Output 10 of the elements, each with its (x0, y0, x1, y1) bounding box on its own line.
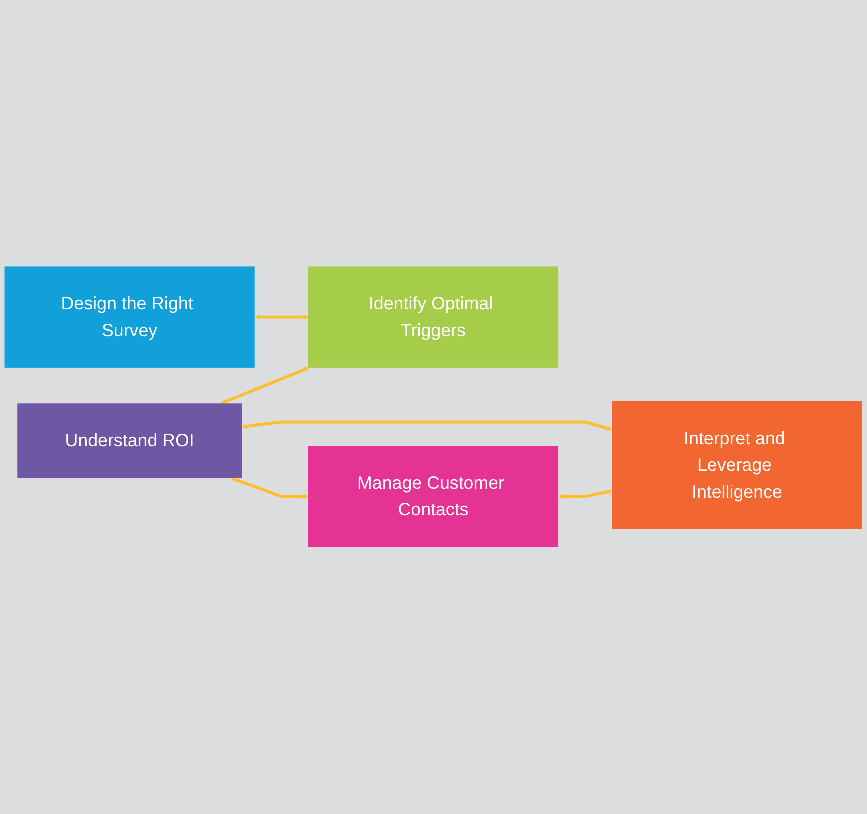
arrow (231, 477, 309, 500)
node-box: Understand ROI (18, 404, 242, 478)
node-box: Design the Right Survey (4, 266, 255, 368)
arrow (242, 420, 612, 432)
node-box: Interpret and Leverage Intelligence (612, 401, 862, 530)
arrow (558, 490, 612, 500)
arrow (254, 314, 309, 320)
node-box: Identify Optimal Triggers (308, 266, 559, 368)
node-box: Manage Customer Contacts (308, 446, 559, 548)
arrow (221, 367, 310, 404)
